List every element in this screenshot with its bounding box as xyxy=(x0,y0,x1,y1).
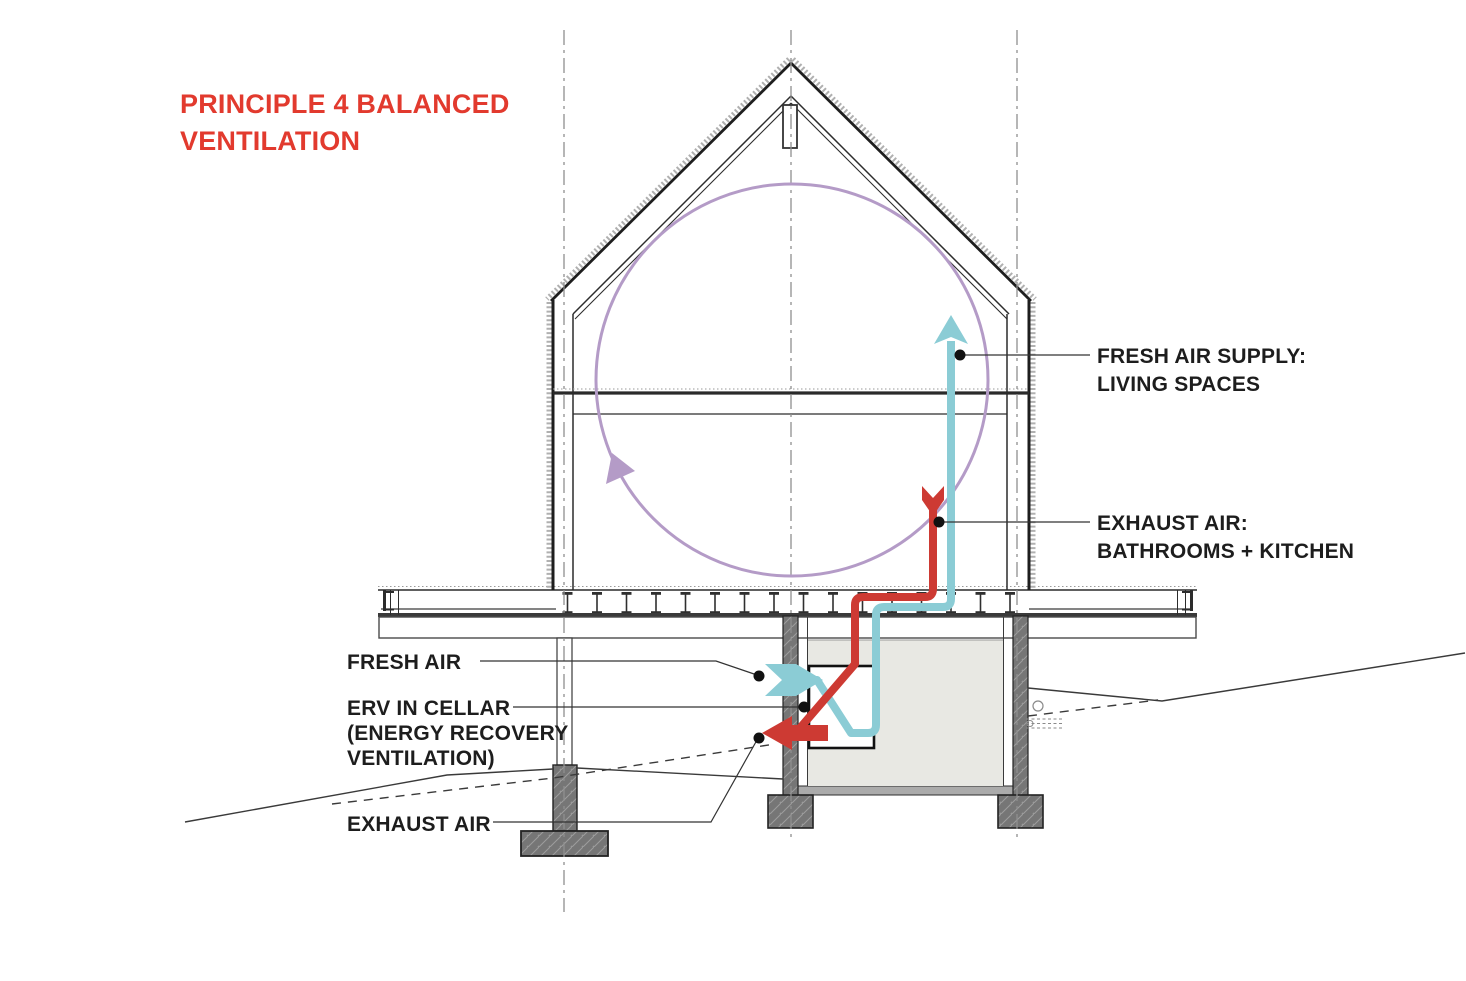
cellar-footing-right xyxy=(997,794,1044,829)
label-exhaust-air-upper: EXHAUST AIR: BATHROOMS + KITCHEN xyxy=(1097,512,1355,563)
label-fresh-air-intake: FRESH AIR xyxy=(347,651,462,674)
leader-dot-exhaust-air-lower xyxy=(753,732,765,744)
ridge-vent xyxy=(782,104,798,149)
roof-outer-left xyxy=(550,62,792,302)
leader-dot-fresh-air-supply xyxy=(954,349,966,361)
grade-dashed-right xyxy=(1027,699,1159,717)
floor-joists xyxy=(558,592,1026,614)
roof-inner-right xyxy=(790,95,1010,315)
cellar-wall-right xyxy=(1012,615,1029,797)
roof-ceiling-left xyxy=(574,102,792,320)
sleeve-end-circle xyxy=(1026,720,1034,727)
leader-fresh-air-intake xyxy=(480,660,758,676)
ground-line-mid xyxy=(576,767,784,780)
label-exhaust-air-lower: EXHAUST AIR xyxy=(347,813,491,836)
roof-outer-right xyxy=(790,62,1032,302)
ground-lines xyxy=(184,652,1466,823)
beam-end-right xyxy=(1177,590,1193,615)
label-fresh-air-supply: FRESH AIR SUPPLY: LIVING SPACES xyxy=(1097,345,1307,396)
exhaust-intake-arrow-icon xyxy=(922,486,944,516)
wall-sleeve-detail xyxy=(1026,718,1063,729)
leader-dot-exhaust-air-upper xyxy=(933,516,945,528)
air-loop-circle xyxy=(594,182,990,578)
ground-line-left xyxy=(184,768,554,823)
leader-dot-erv xyxy=(798,701,810,713)
circulation-arrow-icon xyxy=(606,453,635,484)
fresh-air-supply-arrow-icon xyxy=(934,315,968,344)
fresh-air-intake-arrow-icon xyxy=(765,664,823,696)
survey-point-circle xyxy=(1032,700,1044,712)
ground-line-right xyxy=(1027,652,1466,702)
leader-lines xyxy=(480,354,1090,823)
roof-ceiling-right xyxy=(790,102,1008,320)
grade-dashed-left xyxy=(331,743,776,805)
fresh-supply-duct xyxy=(800,341,955,737)
diagram-title: PRINCIPLE 4 BALANCED VENTILATION xyxy=(180,89,510,156)
exhaust-duct xyxy=(796,510,937,731)
exhaust-outlet-arrow-icon xyxy=(762,716,828,750)
cellar-slab xyxy=(784,785,1029,796)
leader-dots xyxy=(753,349,966,744)
shell-stipple xyxy=(545,57,1037,589)
label-erv-in-cellar: ERV IN CELLAR (ENERGY RECOVERY VENTILATI… xyxy=(347,697,569,770)
roof-inner-left xyxy=(572,95,792,315)
leader-exhaust-air-lower xyxy=(493,739,758,823)
beam-end-left xyxy=(383,590,399,615)
grid-lines xyxy=(563,30,1018,912)
leader-dot-fresh-air-intake xyxy=(753,670,765,682)
